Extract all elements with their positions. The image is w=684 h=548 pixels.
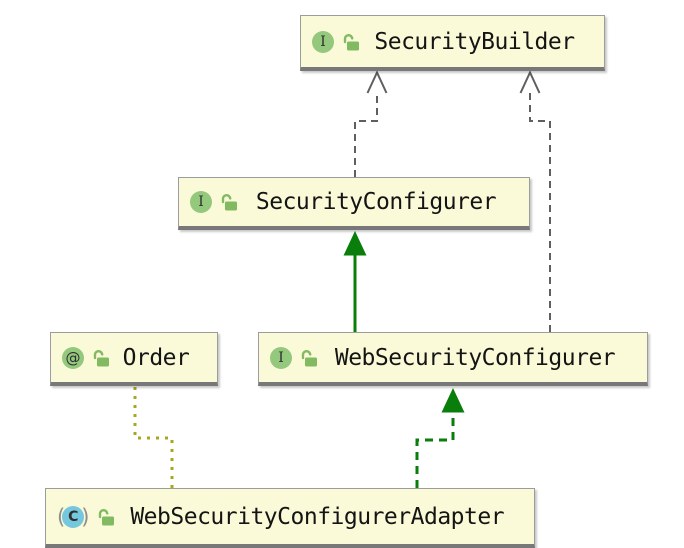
node-securitybuilder[interactable]: I SecurityBuilder <box>300 15 605 71</box>
edge-websecurityconfigurer-to-securityconfigurer <box>343 231 367 332</box>
open-arrowhead-icon <box>366 70 388 94</box>
annotation-icon: @ <box>62 346 84 369</box>
interface-icon-letter: I <box>278 349 284 366</box>
node-order[interactable]: @ Order <box>50 332 218 386</box>
uml-diagram-canvas: I SecurityBuilder I SecurityConfigurer I… <box>45 15 648 548</box>
class-icon-paren-right: ) <box>81 504 90 529</box>
edge-websecurityconfigurer-to-securitybuilder <box>519 70 551 332</box>
interface-icon: I <box>312 30 334 53</box>
diagram-edges <box>133 70 551 488</box>
filled-triangle-arrowhead-icon <box>441 388 465 413</box>
open-lock-icon <box>343 33 359 50</box>
edge-order-to-websecurityconfigureradapter <box>133 387 174 488</box>
interface-icon: I <box>190 191 212 213</box>
node-websecurityconfigurer[interactable]: I WebSecurityConfigurer <box>258 332 648 386</box>
class-icon-paren-left: ( <box>57 504 66 529</box>
annotation-icon-letter: @ <box>65 348 81 367</box>
node-label: WebSecurityConfigurerAdapter <box>130 503 505 530</box>
interface-icon: I <box>270 346 292 369</box>
open-lock-icon <box>99 508 115 525</box>
open-lock-icon <box>301 349 317 366</box>
node-websecurityconfigureradapter[interactable]: ( C ) WebSecurityConfigurerAdapter <box>45 488 535 548</box>
edge-websecurityconfigureradapter-to-websecurityconfigurer <box>415 388 465 488</box>
interface-icon-letter: I <box>198 194 204 210</box>
filled-triangle-arrowhead-icon <box>343 231 367 256</box>
node-label: SecurityConfigurer <box>255 189 497 215</box>
open-arrowhead-icon <box>519 70 541 94</box>
interface-icon-letter: I <box>320 33 326 50</box>
open-lock-icon <box>221 194 237 211</box>
open-lock-icon <box>93 349 109 366</box>
edge-securityconfigurer-to-securitybuilder <box>354 70 388 177</box>
class-icon-letter: C <box>68 508 79 525</box>
node-label: SecurityBuilder <box>374 28 575 55</box>
node-label: Order <box>122 344 190 371</box>
class-icon: C <box>62 505 85 528</box>
node-securityconfigurer[interactable]: I SecurityConfigurer <box>178 177 530 230</box>
node-label: WebSecurityConfigurer <box>334 344 616 371</box>
